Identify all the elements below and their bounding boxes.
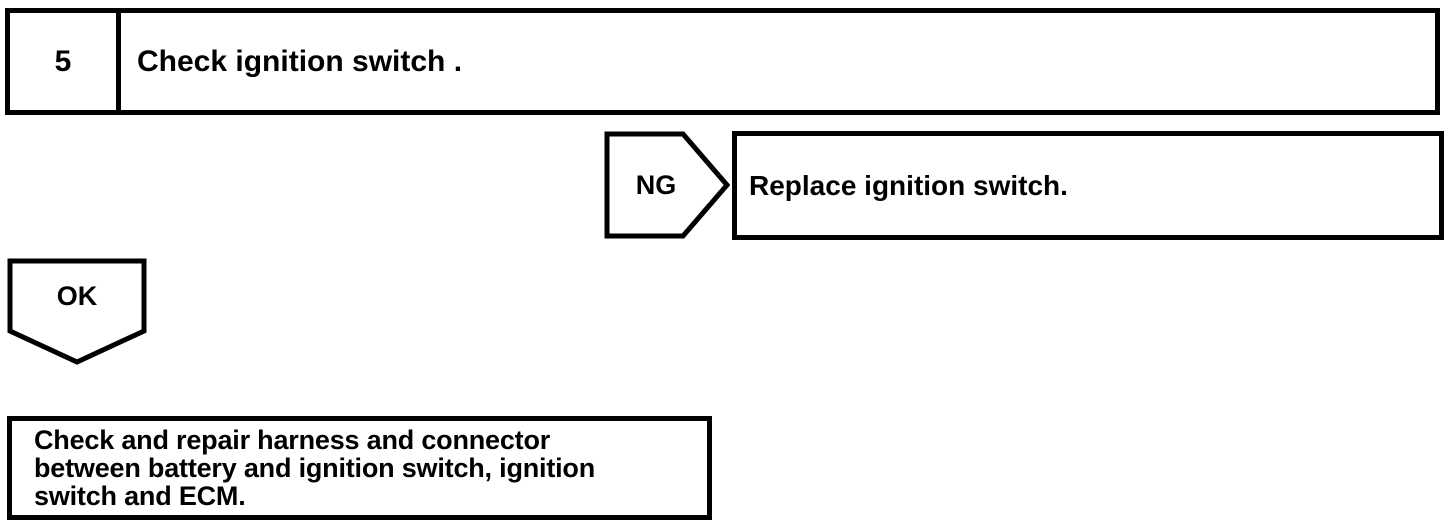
action-line-2: between battery and ignition switch, ign… <box>34 453 596 483</box>
step-number: 5 <box>54 44 72 78</box>
action-line-1: Check and repair harness and connector <box>34 425 551 455</box>
step-instruction-cell: Check ignition switch . <box>121 13 1435 110</box>
ok-branch-arrow <box>7 258 147 366</box>
action-box: Check and repair harness and connector b… <box>7 416 712 520</box>
ng-result-text: Replace ignition switch. <box>749 169 1068 201</box>
step-box: 5 Check ignition switch . <box>5 8 1440 115</box>
step-number-cell: 5 <box>10 13 121 110</box>
action-line-3: switch and ECM. <box>34 481 246 511</box>
ng-branch-arrow <box>604 131 730 239</box>
ng-arrow-shape <box>604 131 730 239</box>
ok-arrow-shape <box>7 258 147 365</box>
step-instruction: Check ignition switch . <box>137 44 463 78</box>
ng-result-box: Replace ignition switch. <box>732 131 1444 240</box>
